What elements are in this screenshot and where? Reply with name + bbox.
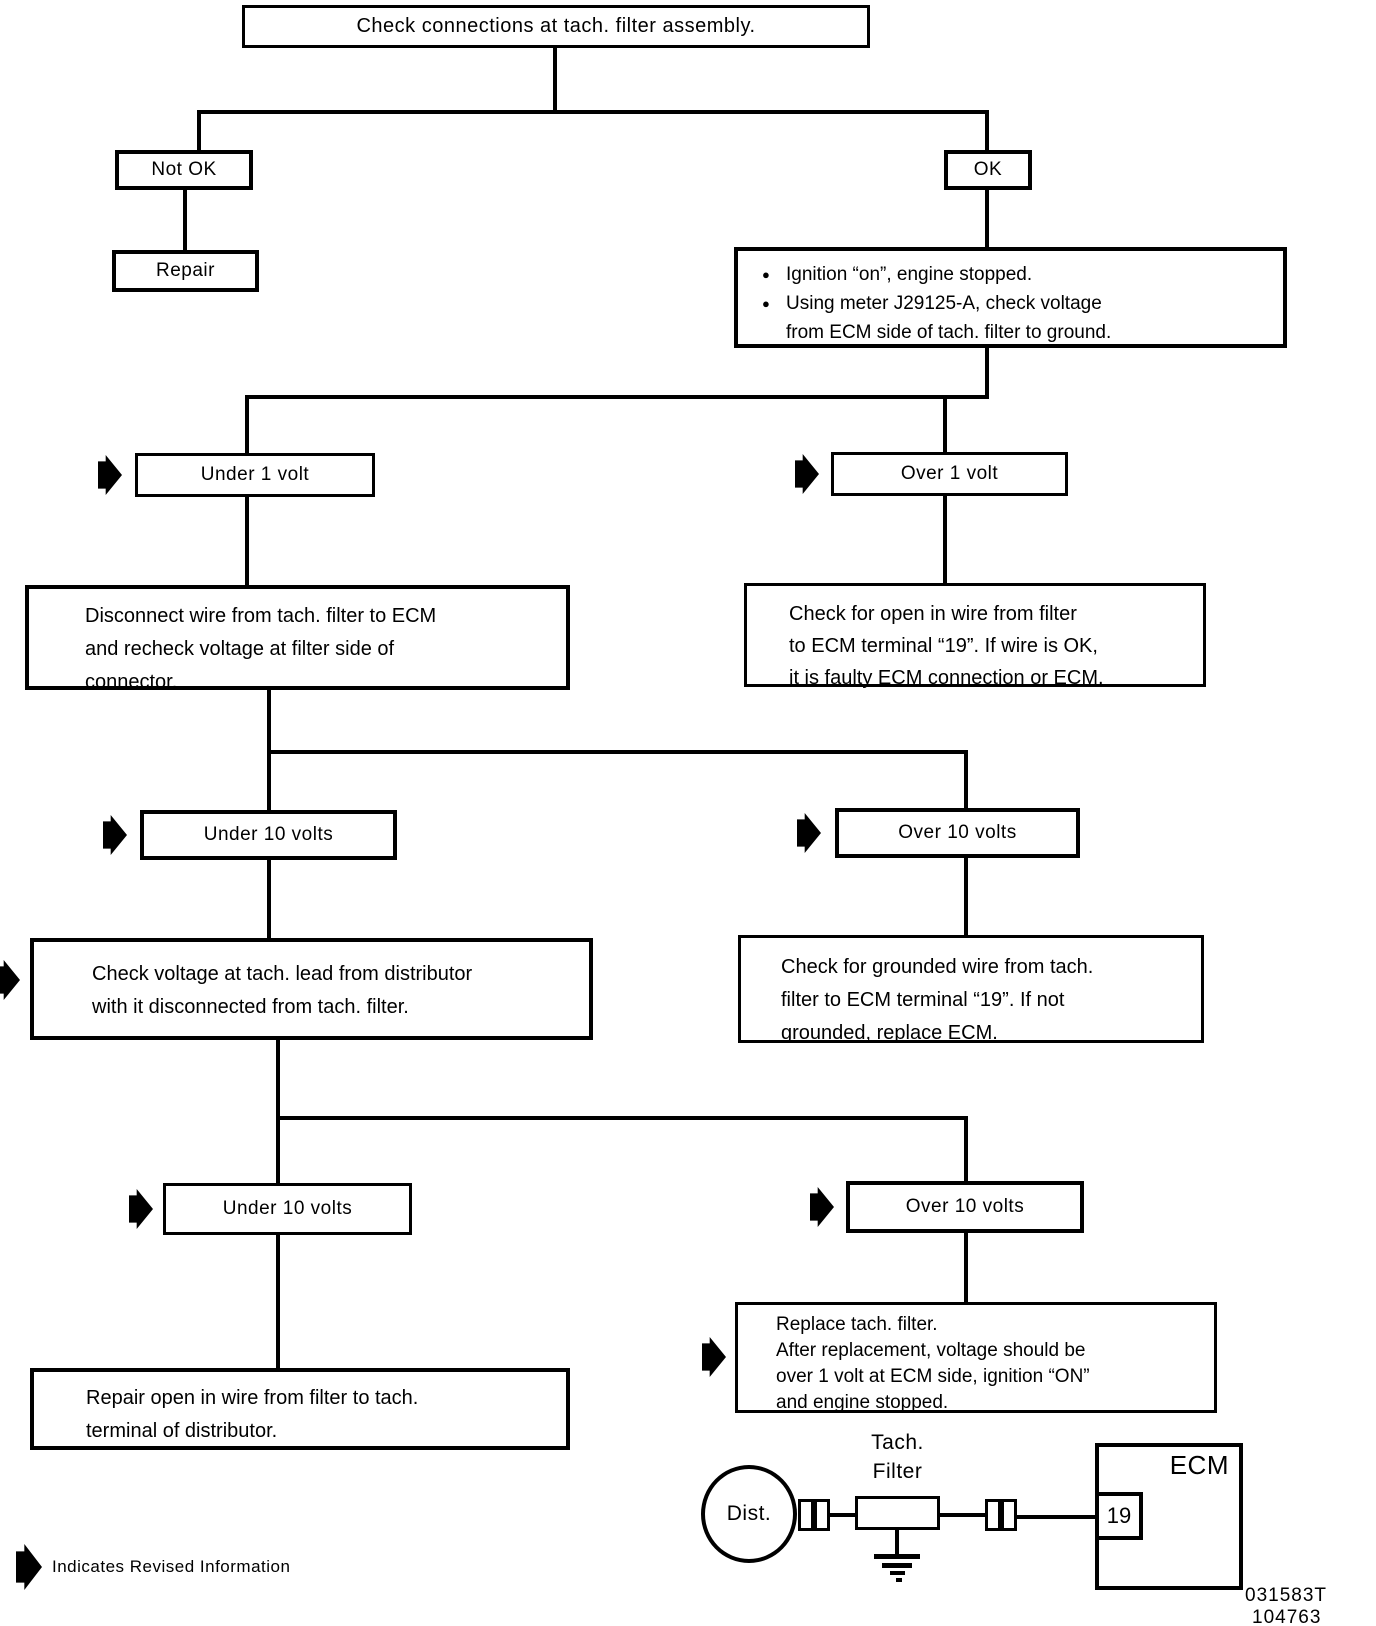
bullet-item: ● Using meter J29125-A, check voltage fr… <box>738 289 1283 347</box>
ground-icon <box>874 1554 920 1559</box>
connector-line <box>943 395 947 454</box>
revised-marker-icon <box>0 960 20 1000</box>
wire <box>1016 1515 1097 1519</box>
revised-marker-icon <box>797 813 821 853</box>
branch-under-10-volts-2: Under 10 volts <box>163 1183 412 1235</box>
branch-label: Under 1 volt <box>200 464 310 485</box>
connector-line <box>267 750 968 754</box>
step-repair-open-wire: Repair open in wire from filter to tach.… <box>30 1368 570 1450</box>
branch-label: Not OK <box>151 159 217 180</box>
connector-line <box>197 110 989 114</box>
ground-icon <box>896 1578 902 1582</box>
branch-over-10-volts-1: Over 10 volts <box>835 808 1080 858</box>
step-text: Repair <box>156 260 215 281</box>
branch-over-1-volt: Over 1 volt <box>831 452 1068 496</box>
connector-line <box>245 395 249 455</box>
connector-line <box>267 688 271 754</box>
branch-label: Over 10 volts <box>905 1196 1025 1217</box>
connector-line <box>245 495 249 587</box>
connector-line <box>964 856 968 937</box>
revised-marker-icon <box>98 455 122 495</box>
connector-line <box>276 1038 280 1118</box>
connector-line <box>276 1116 280 1185</box>
branch-label: OK <box>973 159 1003 180</box>
step-check-grounded-wire: Check for grounded wire from tach. filte… <box>738 935 1204 1044</box>
connector-line <box>964 1116 968 1183</box>
document-number: 104763 <box>1252 1607 1322 1626</box>
distributor-symbol: Dist. <box>701 1465 797 1563</box>
step-check-connections: Check connections at tach. filter assemb… <box>242 5 870 48</box>
bullet-item: ● Ignition “on”, engine stopped. <box>738 260 1283 289</box>
terminal-label: 19 <box>1106 1503 1132 1528</box>
revised-marker-icon <box>702 1337 726 1377</box>
connector-line <box>245 395 989 399</box>
ground-icon <box>882 1563 912 1568</box>
document-number: 031583T <box>1245 1585 1328 1606</box>
step-repair: Repair <box>112 250 259 292</box>
tach-filter-label: Tach. Filter <box>871 1431 924 1483</box>
connector-line <box>964 1231 968 1304</box>
bullet-icon: ● <box>762 296 770 311</box>
step-replace-tach-filter: Replace tach. filter. After replacement,… <box>735 1302 1217 1413</box>
ground-icon <box>890 1571 905 1575</box>
revised-marker-icon <box>103 815 127 855</box>
revised-marker-icon <box>795 454 819 494</box>
revised-marker-icon <box>16 1544 42 1590</box>
bullet-text: Using meter J29125-A, check voltage from… <box>786 293 1112 343</box>
connector-line <box>985 188 989 249</box>
connector-line <box>276 1233 280 1370</box>
step-text: Check connections at tach. filter assemb… <box>356 15 756 37</box>
branch-label: Under 10 volts <box>203 824 334 845</box>
connector-symbol <box>1001 1499 1017 1531</box>
branch-not-ok: Not OK <box>115 150 253 190</box>
ecm-terminal-19: 19 <box>1095 1492 1143 1540</box>
connector-line <box>197 110 201 152</box>
connector-line <box>267 858 271 940</box>
connector-line <box>553 46 557 112</box>
branch-over-10-volts-2: Over 10 volts <box>846 1181 1084 1233</box>
branch-under-1-volt: Under 1 volt <box>135 453 375 497</box>
connector-symbol <box>798 1499 814 1531</box>
branch-label: Under 10 volts <box>222 1198 353 1219</box>
connector-line <box>964 750 968 810</box>
step-check-voltage-tach-lead: Check voltage at tach. lead from distrib… <box>30 938 593 1040</box>
revised-marker-icon <box>810 1187 834 1227</box>
bullet-icon: ● <box>762 267 770 282</box>
distributor-label: Dist. <box>726 1502 772 1525</box>
branch-label: Over 1 volt <box>900 463 999 484</box>
connector-line <box>267 750 271 812</box>
step-ignition-check: ● Ignition “on”, engine stopped. ● Using… <box>734 247 1287 348</box>
step-disconnect-wire: Disconnect wire from tach. filter to ECM… <box>25 585 570 693</box>
revised-marker-icon <box>129 1189 153 1229</box>
connector-symbol <box>985 1499 1001 1531</box>
connector-line <box>276 1116 968 1120</box>
connector-line <box>985 110 989 152</box>
wire <box>829 1513 855 1517</box>
connector-symbol <box>814 1499 830 1531</box>
bullet-text: Ignition “on”, engine stopped. <box>786 264 1033 285</box>
branch-label: Over 10 volts <box>898 822 1017 843</box>
branch-ok: OK <box>944 150 1032 190</box>
connector-line <box>943 493 947 585</box>
connector-line <box>985 346 989 399</box>
step-check-open-wire: Check for open in wire from filter to EC… <box>744 583 1206 689</box>
tach-filter-symbol <box>855 1496 940 1530</box>
ground-stem <box>895 1530 899 1554</box>
ecm-label: ECM <box>1169 1450 1229 1480</box>
connector-line <box>183 188 187 252</box>
branch-under-10-volts-1: Under 10 volts <box>140 810 397 860</box>
wire <box>940 1513 985 1517</box>
legend-text: Indicates Revised Information <box>52 1557 291 1576</box>
